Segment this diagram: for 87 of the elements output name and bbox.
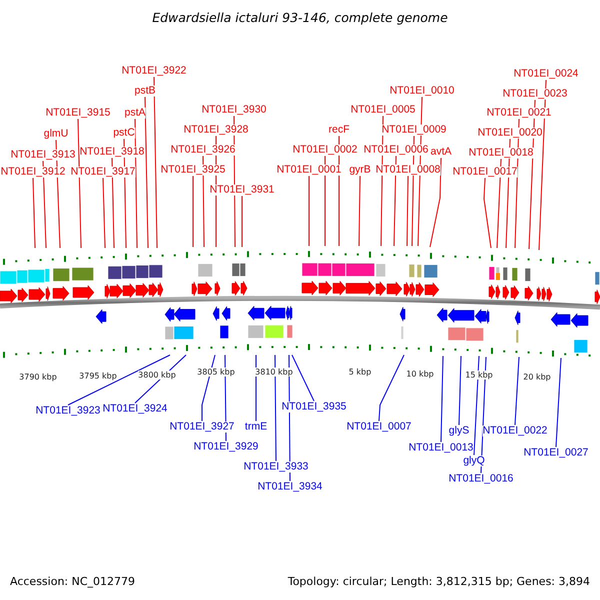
gene-label: NT01EI_3927 <box>170 422 234 432</box>
gene-label: avtA <box>430 146 452 158</box>
gene-label: glyQ <box>463 456 485 466</box>
scale-label: 3810 kbp <box>255 368 293 376</box>
leader-line <box>102 178 106 248</box>
leader-line <box>42 160 46 248</box>
scale-label: 3790 kbp <box>19 372 57 382</box>
gene-label: NT01EI_3925 <box>160 164 226 176</box>
title: Edwardsiella ictaluri 93-146, complete genome <box>152 12 448 24</box>
gene-label: NT01EI_0022 <box>482 426 548 436</box>
gene-label: NT01EI_3926 <box>170 144 236 156</box>
scale-label: 3795 kbp <box>79 372 117 380</box>
gene-label: NT01EI_3915 <box>46 108 110 118</box>
gene-label: NT01EI_0016 <box>448 474 514 484</box>
gene-label: NT01EI_0020 <box>478 128 542 138</box>
scale-label: 15 kbp <box>465 370 493 380</box>
leader-line <box>324 156 326 246</box>
gene-label: NT01EI_3929 <box>194 442 258 452</box>
gene-label: glmU <box>44 128 68 140</box>
leader-line <box>406 176 408 246</box>
leader-line <box>358 176 360 246</box>
gene-label: NT01EI_0005 <box>350 104 416 116</box>
leader-line <box>430 158 442 248</box>
gene-label: NT01EI_3934 <box>258 482 322 492</box>
leader-line <box>134 118 138 248</box>
leader-line <box>144 96 148 248</box>
gene-label: NT01EI_3924 <box>102 404 168 414</box>
leader-line <box>308 176 310 246</box>
gene-label: NT01EI_3923 <box>36 406 100 416</box>
scale-label: 10 kbp <box>406 370 434 378</box>
leader-line <box>78 118 82 248</box>
gene-label: NT01EI_0010 <box>390 86 454 96</box>
gene-label: recF <box>328 124 350 136</box>
leader-line <box>202 156 204 248</box>
gene-label: NT01EI_0002 <box>292 144 358 156</box>
gene-label: NT01EI_3913 <box>10 150 76 160</box>
leader-line <box>394 156 396 246</box>
gene-label: trmE <box>244 422 268 432</box>
gene-label: NT01EI_3933 <box>244 462 308 472</box>
leader-line <box>496 158 502 248</box>
scale-label: 20 kbp <box>523 372 551 382</box>
leader-line <box>192 176 194 248</box>
gene-label: NT01EI_3912 <box>0 166 66 178</box>
gene-label: NT01EI_3928 <box>184 124 248 136</box>
gene-label: NT01EI_0024 <box>514 68 578 80</box>
genome-summary-text: Topology: circular; Length: 3,812,315 bp; Genes: 3,894 <box>288 576 590 588</box>
gene-label: pstA <box>124 108 146 118</box>
leader-line <box>32 178 36 248</box>
gene-label: NT01EI_3918 <box>80 146 144 158</box>
gene-label: pstB <box>134 86 156 96</box>
gene-label: gyrB <box>349 164 371 176</box>
gene-label: NT01EI_0018 <box>468 148 534 158</box>
gene-label: NT01EI_0008 <box>376 164 440 176</box>
leader-line <box>538 80 546 250</box>
scale-label: 3800 kbp <box>138 370 176 380</box>
leader-line <box>514 356 520 426</box>
leader-line <box>474 356 480 456</box>
gene-label: NT01EI_3917 <box>70 166 136 178</box>
gene-label: NT01EI_0007 <box>346 422 412 432</box>
leader-line <box>484 178 492 248</box>
gene-label: NT01EI_0017 <box>452 166 518 178</box>
gene-label: NT01EI_0006 <box>364 144 428 156</box>
leader-line <box>112 158 114 248</box>
leader-line <box>458 356 462 426</box>
leader-line <box>440 356 444 442</box>
leader-line <box>292 354 314 402</box>
scale-label: 5 kbp <box>348 368 372 376</box>
gene-label: NT01EI_0027 <box>524 448 588 458</box>
leader-line <box>480 356 486 474</box>
accession-text: Accession: NC_012779 <box>10 576 136 588</box>
scale-label: 3805 kbp <box>197 368 235 376</box>
gene-label: NT01EI_3931 <box>210 184 274 196</box>
leader-line <box>154 76 158 248</box>
gene-label: NT01EI_0013 <box>408 442 474 454</box>
leader-line <box>556 358 562 448</box>
leader-line <box>68 354 170 406</box>
gene-label: pstC <box>113 128 135 138</box>
gene-label: NT01EI_3922 <box>122 66 186 76</box>
gene-label: NT01EI_0023 <box>502 88 568 100</box>
gene-label: NT01EI_3935 <box>282 402 346 412</box>
leader-line <box>378 354 404 422</box>
gene-label: NT01EI_0001 <box>276 164 342 176</box>
gene-label: NT01EI_3930 <box>202 104 266 116</box>
leader-line <box>274 354 276 462</box>
gene-label: glyS <box>448 426 470 436</box>
gene-label: NT01EI_0021 <box>486 108 552 118</box>
gene-label: NT01EI_0009 <box>382 124 446 136</box>
